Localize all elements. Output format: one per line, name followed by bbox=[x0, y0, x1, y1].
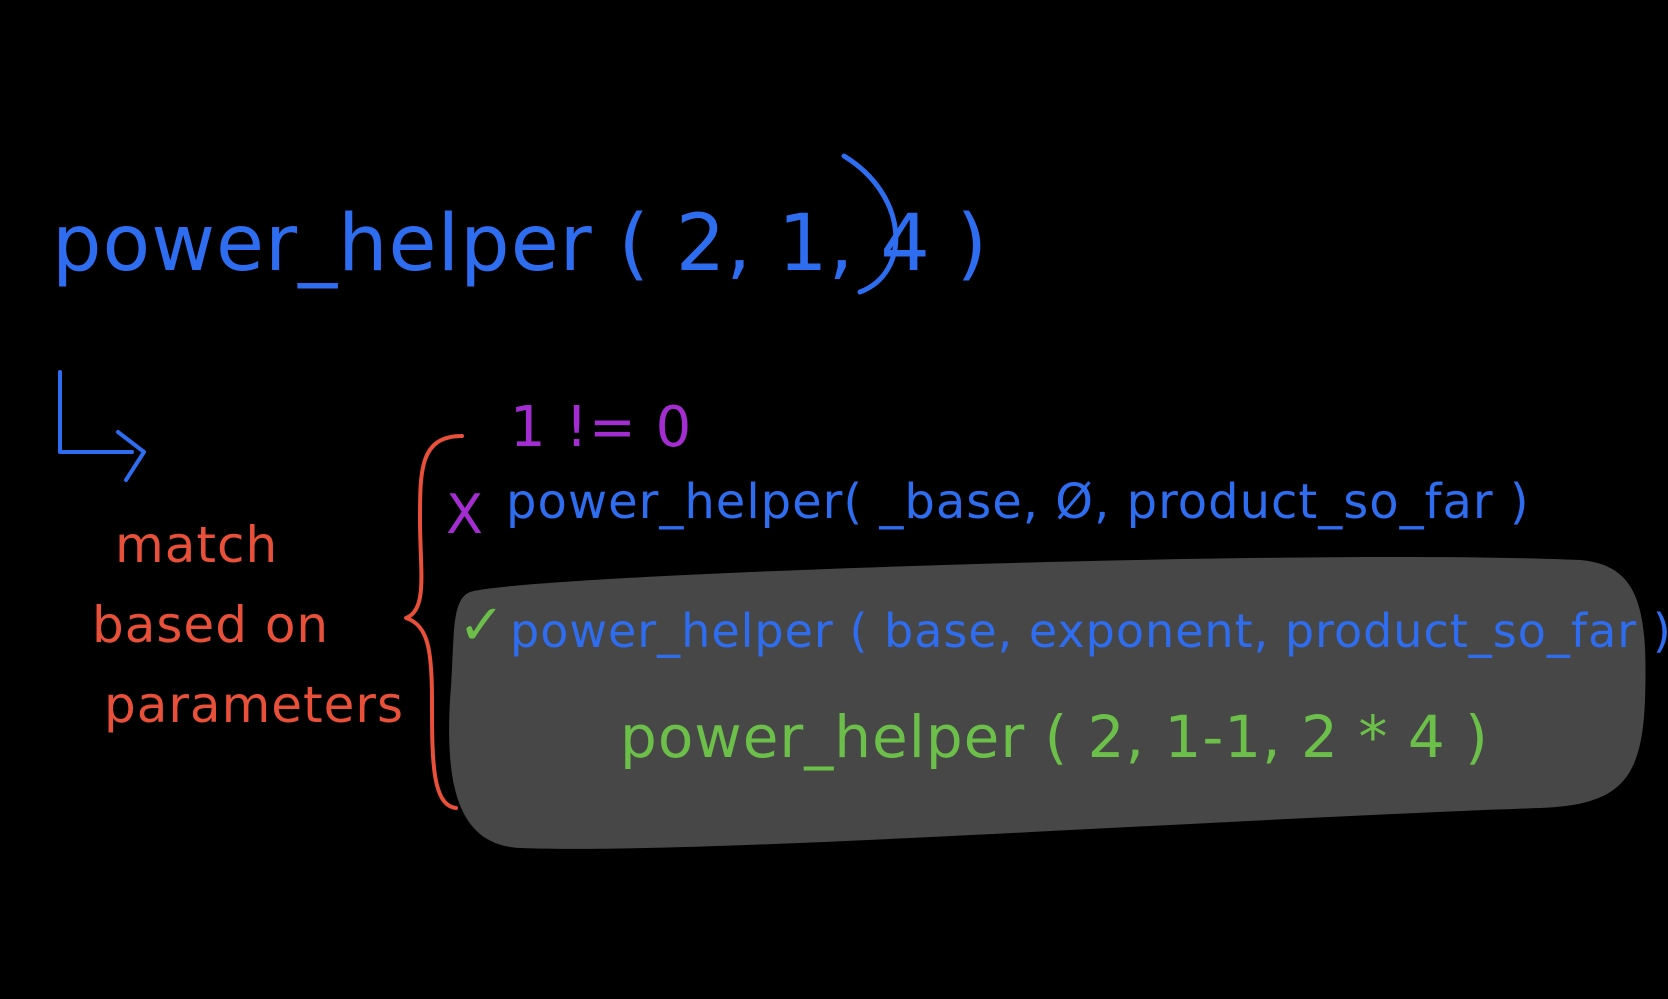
matched-clause: power_helper ( base, exponent, product_s… bbox=[510, 604, 1668, 658]
recursive-call: power_helper ( 2, 1-1, 2 * 4 ) bbox=[620, 703, 1489, 771]
call-expression: power_helper ( 2, 1, 4 ) bbox=[52, 199, 989, 289]
call-close-paren bbox=[841, 153, 899, 295]
return-arrow-head bbox=[116, 430, 146, 482]
curly-brace bbox=[404, 434, 464, 810]
condition-note: 1 != 0 bbox=[510, 395, 693, 460]
rejected-clause: power_helper( _base, Ø, product_so_far ) bbox=[506, 474, 1530, 530]
rejected-mark: X bbox=[446, 483, 484, 546]
return-arrow bbox=[58, 370, 134, 454]
annotation-line-1: match bbox=[115, 516, 279, 574]
highlight-box bbox=[449, 557, 1646, 849]
annotation-line-3: parameters bbox=[104, 676, 405, 734]
annotation-line-2: based on bbox=[92, 596, 330, 654]
matched-check-icon: ✓ bbox=[458, 593, 506, 658]
